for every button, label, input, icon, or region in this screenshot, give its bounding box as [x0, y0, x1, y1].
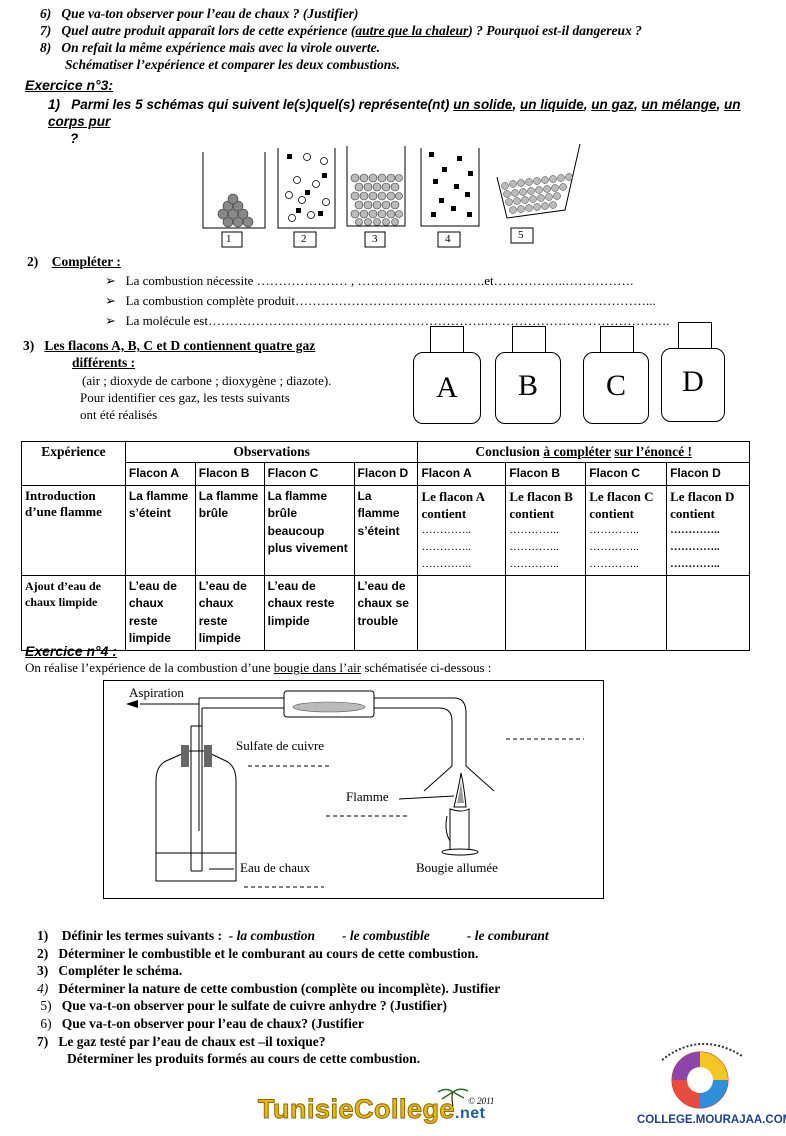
concl-flacon-c: Flacon C	[585, 462, 668, 486]
label-eau-de-chaux: Eau de chaux	[240, 860, 311, 875]
row2-obs-a: L’eau de chaux reste limpide	[124, 574, 196, 651]
gas-flasks: A B C D	[410, 322, 740, 428]
schema-5	[496, 143, 581, 244]
row1-label: Introduction d’une flamme	[21, 484, 126, 576]
label-bougie: Bougie allumée	[416, 860, 498, 875]
ex3-q2-list: ➢ La combustion nécessite ………………… , ……………	[105, 271, 669, 331]
row1-concl-b: Le flacon B contient ………….. ………….. ………….…	[505, 484, 587, 576]
ex3-q3-gases: (air ; dioxyde de carbone ; dioxygène ; …	[82, 373, 332, 388]
ex4-q7: 7) Le gaz testé par l’eau de chaux est –…	[37, 1033, 326, 1049]
header-observations: Observations	[124, 441, 419, 463]
row1-obs-a: La flamme s’éteint	[124, 484, 196, 576]
ex4-q4: 4) Déterminer la nature de cette combust…	[37, 980, 501, 996]
ex3-q3-line-2: Pour identifier ces gaz, les tests suiva…	[80, 390, 290, 405]
flask-a: A	[413, 352, 481, 424]
schema-labels: 1 2 3 4 5	[195, 229, 595, 252]
mourajaa-logo-icon	[661, 1043, 743, 1109]
schema-1	[202, 152, 266, 248]
row1-obs-b: La flamme brûle	[194, 484, 265, 576]
flask-d: D	[661, 348, 725, 422]
ex4-q2: 2) Déterminer le combustible et le combu…	[37, 945, 479, 961]
label-flamme: Flamme	[346, 789, 389, 804]
row2-obs-b: L’eau de chaux reste limpide	[194, 574, 265, 651]
concl-flacon-b: Flacon B	[505, 462, 587, 486]
header-conclusion: Conclusion à compléter sur l’énoncé !	[417, 441, 750, 463]
mourajaa-site: COLLEGE.MOURAJAA.COM	[637, 1114, 786, 1126]
schema-2	[277, 148, 336, 248]
schema-label-2: 2	[301, 233, 307, 245]
schema-3	[346, 146, 406, 248]
ex4-q7-continued: Déterminer les produits formés au cours …	[67, 1051, 421, 1067]
ex3-question-1: 1) Parmi les 5 schémas qui suivent le(s)…	[48, 97, 741, 146]
ex4-q3: 3) Compléter le schéma.	[37, 963, 183, 979]
concl-flacon-d: Flacon D	[666, 462, 750, 486]
flask-b: B	[495, 352, 561, 424]
row1-concl-a: Le flacon A contient ………….. ………….. ………….…	[417, 484, 507, 576]
row2-concl-d	[666, 574, 750, 651]
row1-concl-d: Le flacon D contient ………….. ………….. ………….…	[666, 484, 750, 576]
q2-item-1: ➢ La combustion nécessite ………………… , ……………	[105, 273, 634, 288]
ex4-intro: On réalise l’expérience de la combustion…	[25, 660, 492, 675]
row2-obs-c: L’eau de chaux reste limpide	[263, 574, 355, 651]
row2-concl-c	[585, 574, 668, 651]
schema-label-1: 1	[226, 233, 232, 245]
obs-flacon-c: Flacon C	[263, 462, 355, 486]
observations-table: Expérience Observations Conclusion à com…	[21, 441, 750, 651]
ex3-q3-title-2: différents :	[72, 355, 136, 370]
schema-label-3: 3	[372, 233, 378, 245]
ex4-q6: 6) Que va-t-on observer pour l’eau de ch…	[40, 1015, 364, 1031]
palm-tree-icon	[437, 1088, 469, 1106]
obs-flacon-a: Flacon A	[124, 462, 196, 486]
question-8-top: 8) On refait la même expérience mais ave…	[40, 40, 381, 55]
schema-4	[420, 148, 480, 248]
row1-concl-c: Le flacon C contient ………….. ………….. ………….…	[585, 484, 668, 576]
flask-c: C	[583, 352, 649, 424]
concl-flacon-a: Flacon A	[417, 462, 507, 486]
row2-concl-b	[505, 574, 587, 651]
exercise-4-title: Exercice n°4 :	[25, 643, 117, 659]
ex3-question-3: 3) Les flacons A, B, C et D contiennent …	[23, 338, 316, 353]
schema-label-4: 4	[445, 233, 451, 245]
obs-flacon-b: Flacon B	[194, 462, 265, 486]
q2-item-2: ➢ La combustion complète produit………………………	[105, 293, 656, 308]
row2-label: Ajout d’eau de chaux limpide	[21, 574, 126, 651]
ex3-question-2: 2) Compléter :	[27, 254, 121, 269]
ex4-q1: 1) Définir les termes suivants : - la co…	[37, 928, 549, 943]
row2-concl-a	[417, 574, 507, 651]
tunisiecollege-brand: TunisieCollege.net	[257, 1094, 486, 1125]
copyright-text: © 2011	[468, 1096, 495, 1106]
ex3-q3-line-3: ont été réalisés	[80, 407, 158, 422]
label-sulfate: Sulfate de cuivre	[236, 738, 325, 753]
question-6-top: 6) Que va-ton observer pour l’eau de cha…	[40, 6, 359, 21]
row1-obs-c: La flamme brûle beaucoup plus vivement	[263, 484, 355, 576]
question-8-continued: Schématiser l’expérience et comparer les…	[65, 57, 400, 72]
states-of-matter-schemas	[202, 143, 581, 248]
q2-item-3: ➢ La molécule est……………………………………………………….……	[105, 313, 670, 328]
combustion-diagram: Aspiration Sulfate de cuivre Flamme Eau …	[103, 680, 604, 899]
obs-flacon-d: Flacon D	[353, 462, 419, 486]
header-experience: Expérience	[21, 441, 126, 486]
schema-label-5: 5	[518, 229, 524, 241]
row2-obs-d: L’eau de chaux se trouble	[353, 574, 419, 651]
row1-obs-d: La flamme s’éteint	[353, 484, 419, 576]
label-aspiration: Aspiration	[129, 685, 184, 700]
question-7-top: 7) Quel autre produit apparaît lors de c…	[40, 23, 642, 38]
exercise-3-title: Exercice n°3:	[25, 77, 114, 93]
ex4-questions: 1) Définir les termes suivants : - la co…	[37, 927, 737, 1068]
ex4-q5: 5) Que va-t-on observer pour le sulfate …	[40, 998, 447, 1014]
